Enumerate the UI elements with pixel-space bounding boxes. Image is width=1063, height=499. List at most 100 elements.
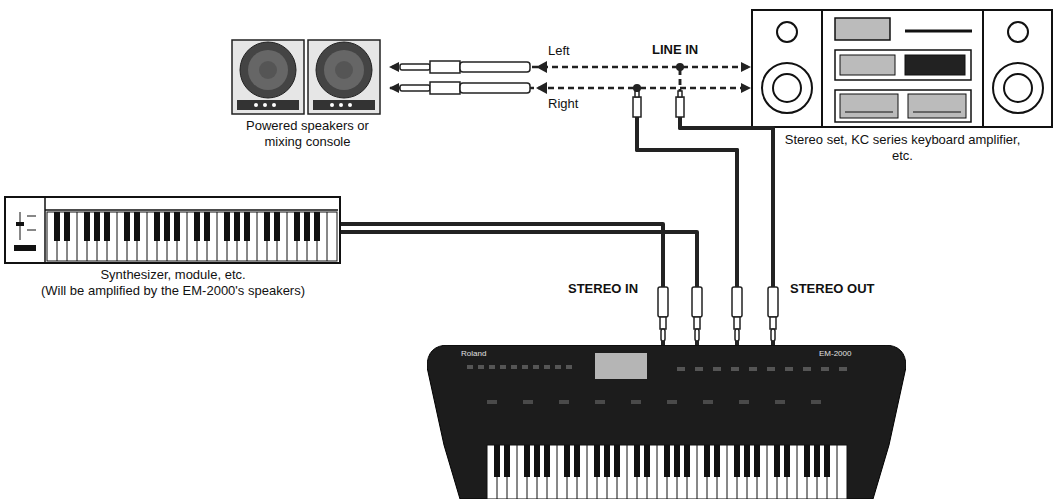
keyboard-keys <box>704 445 710 477</box>
cable-solid <box>680 95 773 345</box>
keyboard-keys <box>804 445 810 477</box>
phone-plug <box>460 83 530 93</box>
keyboard-keys <box>814 445 820 477</box>
keyboard-keys <box>147 212 148 261</box>
device-node: Powered speakers or mixing console <box>225 38 390 154</box>
phone-plug <box>770 317 776 329</box>
rca-plug <box>676 97 684 117</box>
powered-speakers <box>263 103 267 107</box>
keyboard-keys <box>614 445 620 477</box>
synthesizer <box>14 245 36 251</box>
powered-speakers <box>348 103 352 107</box>
phone-plug <box>400 85 430 91</box>
keyboard-keys <box>154 212 160 241</box>
synth-caption: Synthesizer, module, etc. <box>5 267 341 283</box>
rca-plug <box>633 97 641 117</box>
phone-plug <box>732 287 742 317</box>
powered-speakers <box>330 103 334 107</box>
keyboard-outline <box>803 367 811 371</box>
keyboard-outline <box>667 400 677 404</box>
synthesizer <box>27 230 36 231</box>
synthesizer <box>45 209 338 211</box>
synthesizer <box>27 216 36 217</box>
phone-plug <box>695 329 699 341</box>
stereo-set <box>1008 22 1028 42</box>
powered-speakers <box>248 50 288 90</box>
stereo-set <box>845 112 893 113</box>
keyboard-keys <box>674 445 680 477</box>
arrow-mark <box>536 61 547 73</box>
stereo-set <box>752 10 1052 127</box>
keyboard-keys <box>244 212 250 241</box>
synth-caption: (Will be amplified by the EM-2000's spea… <box>5 283 341 299</box>
keyboard-keys <box>697 445 698 499</box>
keyboard-outline <box>631 400 641 404</box>
junction-dot <box>633 63 684 92</box>
phone-plug <box>400 64 430 70</box>
cable-solid <box>637 95 737 345</box>
synthesizer <box>5 197 340 263</box>
keyboard-keys <box>734 445 740 477</box>
audio-cable <box>637 88 750 345</box>
phone-plug <box>735 329 739 341</box>
synthesizer <box>44 197 46 263</box>
keyboard-keys <box>134 212 140 241</box>
stereo-caption: Stereo set, KC series keyboard amplifier… <box>775 132 1030 163</box>
keyboard-keys <box>754 445 760 477</box>
keyboard-keys <box>124 212 130 241</box>
audio-cable <box>390 67 773 345</box>
keyboard-outline <box>487 400 497 404</box>
powered-speakers <box>232 40 304 114</box>
audio-cable <box>680 67 773 345</box>
phone-plug <box>400 61 530 94</box>
jack-label: STEREO IN <box>568 282 638 296</box>
keyboard-outline <box>427 345 906 499</box>
keyboard-outline <box>731 367 739 371</box>
keyboard-outline <box>767 367 775 371</box>
keyboard-outline <box>555 365 561 369</box>
caption-block: Powered speakers or mixing console <box>245 118 370 149</box>
synthesizer <box>5 197 340 263</box>
keyboard-keys <box>224 212 230 241</box>
phone-plug <box>658 287 668 317</box>
stereo-set <box>777 22 797 42</box>
keyboard-outline <box>500 365 506 369</box>
stereo-set <box>752 10 1052 127</box>
junction-dot <box>633 84 641 92</box>
keyboard-keys <box>274 212 280 241</box>
keyboard-keys <box>257 212 258 261</box>
keyboard-keys <box>47 212 337 261</box>
stereo-set <box>993 63 1043 113</box>
jack-label: STEREO OUT <box>790 282 875 296</box>
keyboard-outline <box>427 345 906 499</box>
rca-plug <box>678 91 682 97</box>
keyboard-keys <box>94 212 100 241</box>
keyboard-keys <box>604 445 610 477</box>
stereo-set <box>1004 74 1032 102</box>
keyboard-keys <box>174 212 180 241</box>
powered-speakers <box>237 100 299 110</box>
keyboard-keys <box>264 212 270 241</box>
keyboard-outline <box>785 367 793 371</box>
cable-dashed <box>680 67 750 95</box>
keyboard-keys <box>164 212 170 241</box>
keyboard-keys <box>627 445 628 499</box>
phone-plug <box>430 82 460 94</box>
keyboard-keys <box>314 212 320 241</box>
cable-solid <box>637 95 737 345</box>
keyboard-keys <box>524 445 530 477</box>
keyboard-outline <box>811 400 821 404</box>
cable-solid <box>341 224 663 345</box>
keyboard-keys <box>234 212 240 241</box>
audio-cable <box>341 232 697 345</box>
arrow-mark <box>536 61 547 94</box>
keyboard-keys <box>64 212 70 241</box>
arrow-mark <box>536 82 547 94</box>
keyboard-outline <box>749 367 757 371</box>
stereo-set <box>840 94 898 118</box>
device-node: Stereo set, KC series keyboard amplifier… <box>750 8 1055 170</box>
keyboard-keys <box>517 445 518 499</box>
keyboard-outline <box>523 400 533 404</box>
panel-logo: EM-2000 <box>819 350 851 358</box>
keyboard-keys <box>534 445 540 477</box>
